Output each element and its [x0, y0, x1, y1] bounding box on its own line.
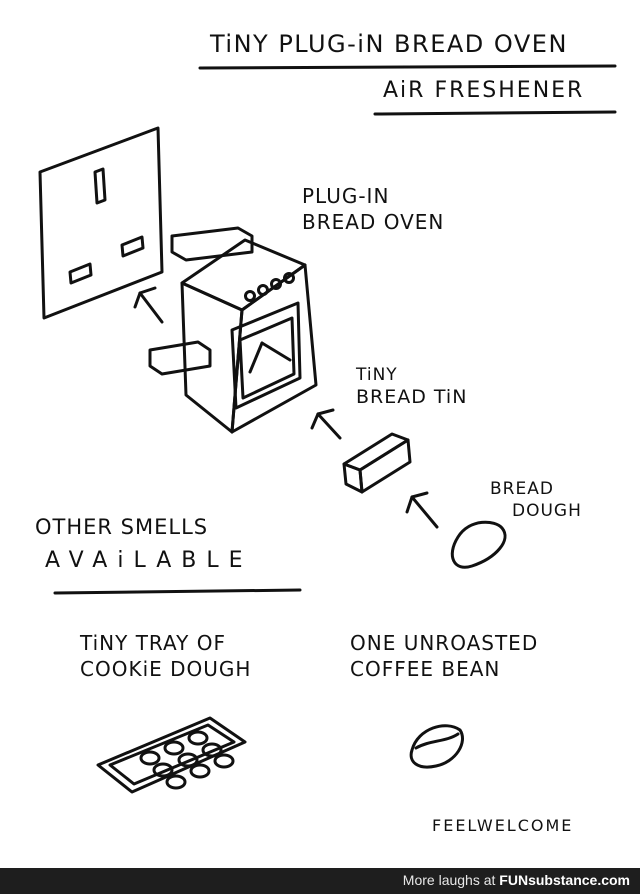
section-divider	[53, 588, 302, 595]
label-line: BREAD	[490, 479, 554, 499]
page-subtitle: AiR FRESHENER	[383, 78, 585, 103]
option-cookie-dough: TiNY TRAY OF COOKiE DOUGH	[80, 630, 251, 682]
page-title: TiNY PLUG-iN BREAD OVEN	[210, 30, 568, 58]
other-smells-heading: OTHER SMELLS AVAiLABLE	[35, 510, 253, 578]
title-underline	[198, 64, 617, 70]
label-line: BREAD OVEN	[302, 210, 445, 234]
bread-oven-icon	[180, 238, 318, 434]
wall-socket-icon	[38, 126, 164, 320]
illustration	[38, 64, 617, 794]
label-line: PLUG-IN	[302, 184, 390, 208]
label-tiny-bread-tin: TiNY BREAD TiN	[356, 364, 467, 408]
heading-line: OTHER SMELLS	[35, 515, 209, 539]
label-line: BREAD TiN	[356, 386, 468, 408]
plug-prong-bottom	[148, 340, 212, 376]
option-line: ONE UNROASTED	[350, 631, 539, 655]
label-line: TiNY	[356, 365, 398, 385]
footer-brand: FUNsubstance.com	[499, 872, 630, 888]
label-bread-dough: BREAD DOUGH	[490, 478, 582, 522]
option-line: COOKiE DOUGH	[80, 657, 252, 681]
heading-line: AVAiLABLE	[45, 548, 253, 573]
subtitle-underline	[373, 110, 617, 116]
option-line: TiNY TRAY OF	[80, 631, 226, 655]
label-line: DOUGH	[512, 501, 582, 521]
footer-prefix: More laughs at	[402, 872, 496, 888]
label-plug-in-bread-oven: PLUG-IN BREAD OVEN	[302, 183, 444, 235]
cookie-tray-icon	[96, 716, 247, 794]
option-line: COFFEE BEAN	[350, 657, 501, 681]
footer-link[interactable]: More laughs at FUNsubstance.com	[403, 872, 630, 888]
arrow-icon	[310, 408, 342, 440]
coffee-bean-icon	[409, 724, 464, 769]
option-coffee-bean: ONE UNROASTED COFFEE BEAN	[350, 630, 538, 682]
arrow-icon	[405, 491, 439, 529]
bread-tin-icon	[342, 432, 412, 494]
arrow-icon	[133, 286, 164, 324]
artist-credit: FEELWELCOME	[432, 816, 574, 835]
bread-dough-icon	[450, 520, 507, 569]
plug-prong-top	[170, 226, 254, 262]
footer-bar: More laughs at FUNsubstance.com	[0, 868, 640, 894]
